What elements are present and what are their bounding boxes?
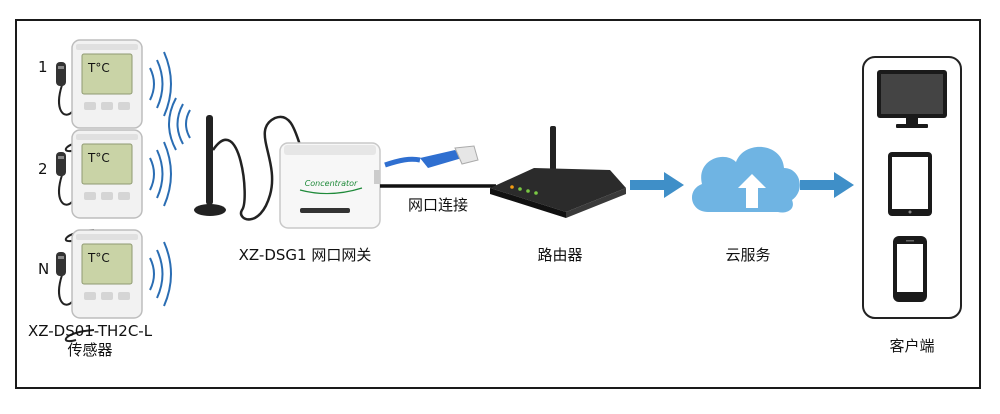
phone-icon — [893, 236, 927, 302]
cloud-icon — [691, 146, 800, 213]
connection-label: 网口连接 — [407, 196, 468, 214]
sensor-2-label: 2 — [38, 160, 48, 178]
tablet-icon — [888, 152, 932, 216]
ethernet-connection — [380, 145, 496, 188]
diagram-frame — [15, 19, 981, 389]
sensor-model-label: XZ-DS01-TH2C-L — [27, 322, 153, 340]
sensor-n-label: N — [38, 260, 50, 278]
arrow-to-cloud — [630, 172, 684, 198]
router-label: 路由器 — [537, 246, 583, 264]
gateway-device: Concentrator — [168, 97, 381, 229]
monitor-icon — [877, 70, 947, 128]
sensor-1-display: T°C — [88, 61, 110, 75]
gateway-device-text: Concentrator — [305, 179, 358, 188]
sensor-2 — [55, 129, 172, 243]
cloud-label: 云服务 — [725, 246, 771, 264]
sensor-2-display: T°C — [88, 151, 110, 165]
gateway-label: XZ-DSG1 网口网关 — [238, 246, 372, 264]
arrow-to-client — [800, 172, 854, 198]
sensor-type-label: 传感器 — [67, 341, 113, 359]
router-device — [490, 126, 626, 218]
sensor-n-display: T°C — [88, 251, 110, 265]
sensor-1-label: 1 — [38, 58, 48, 76]
client-label: 客户端 — [889, 337, 935, 355]
client-panel — [862, 56, 962, 319]
